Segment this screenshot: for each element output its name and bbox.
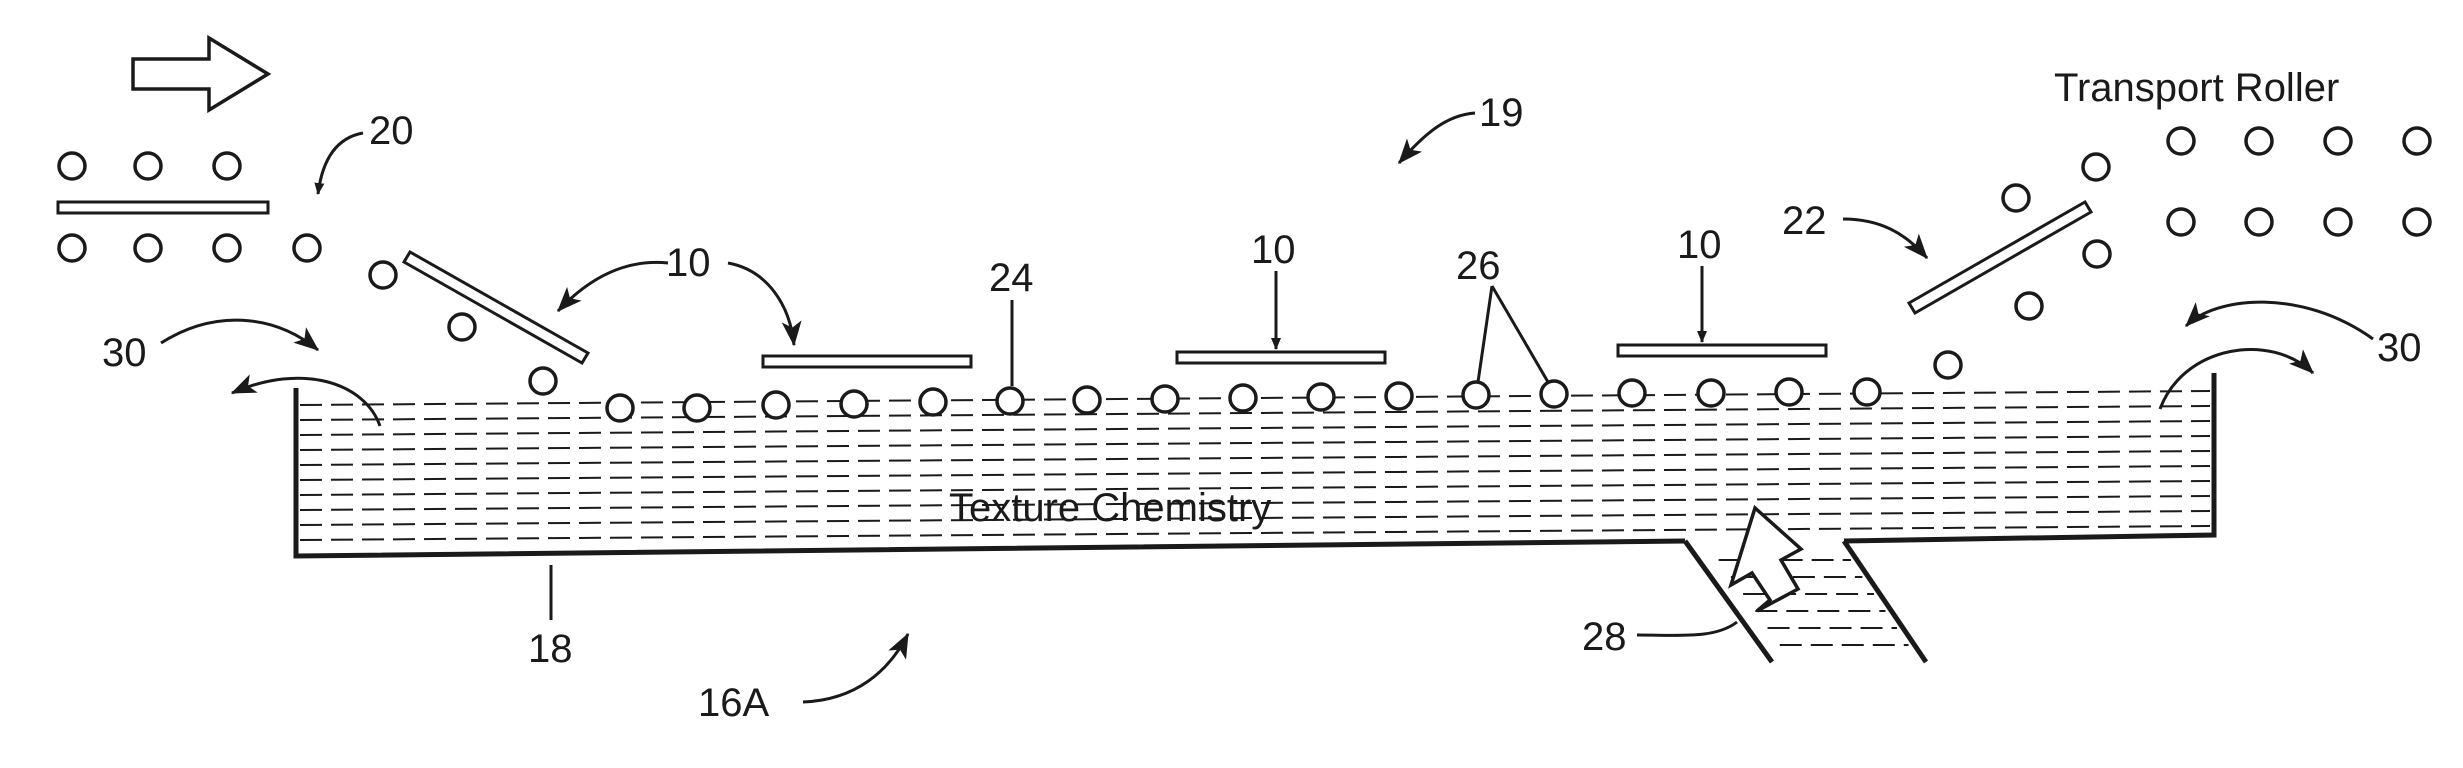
roller bbox=[2325, 209, 2351, 235]
ref-10-a: 10 bbox=[666, 241, 711, 285]
roller bbox=[2003, 185, 2029, 211]
roller bbox=[997, 388, 1023, 414]
roller bbox=[1776, 379, 1802, 405]
roller bbox=[1308, 384, 1334, 410]
roller bbox=[1854, 379, 1880, 405]
arrow-10a-right bbox=[728, 263, 794, 345]
roller bbox=[59, 153, 85, 179]
roller bbox=[214, 153, 240, 179]
ref-20: 20 bbox=[369, 109, 414, 153]
ref-26: 26 bbox=[1456, 244, 1501, 288]
roller bbox=[1541, 381, 1567, 407]
roller bbox=[1619, 380, 1645, 406]
roller bbox=[530, 368, 556, 394]
roller bbox=[607, 395, 633, 421]
roller bbox=[2168, 209, 2194, 235]
label-transport-roller: Transport Roller bbox=[2054, 66, 2339, 110]
leader-26-right bbox=[1492, 286, 1548, 382]
arrow-30-right-in bbox=[2186, 302, 2373, 339]
ref-30-right: 30 bbox=[2377, 326, 2422, 370]
roller bbox=[2083, 154, 2109, 180]
tank-wall-right bbox=[1844, 373, 2214, 541]
arrow-30-right-out bbox=[2160, 349, 2313, 409]
arrow-10a-left bbox=[558, 262, 668, 311]
arrow-22 bbox=[1843, 219, 1927, 258]
roller bbox=[763, 392, 789, 418]
substrate-entry bbox=[58, 202, 268, 213]
substrate-1 bbox=[763, 356, 971, 367]
ref-28: 28 bbox=[1582, 615, 1627, 659]
roller bbox=[841, 391, 867, 417]
roller bbox=[449, 314, 475, 340]
leader-28 bbox=[1637, 622, 1737, 635]
roller bbox=[214, 235, 240, 261]
labels: Transport Roller Texture Chemistry 19 20… bbox=[102, 66, 2422, 725]
roller bbox=[370, 262, 396, 288]
liquid-hatch-line bbox=[300, 466, 2210, 480]
roller bbox=[1230, 385, 1256, 411]
ref-19: 19 bbox=[1479, 91, 1524, 135]
liquid-hatch-line bbox=[300, 406, 2210, 420]
liquid-hatch-line bbox=[300, 421, 2210, 435]
substrate-2 bbox=[1177, 352, 1385, 363]
roller bbox=[2404, 209, 2430, 235]
leader-26-left bbox=[1478, 286, 1492, 382]
roller bbox=[1074, 387, 1100, 413]
roller bbox=[294, 235, 320, 261]
tank-wall-left bbox=[296, 388, 1685, 556]
arrow-16a bbox=[803, 634, 908, 702]
roller bbox=[1152, 386, 1178, 412]
liquid-hatch-line bbox=[300, 436, 2210, 450]
roller bbox=[2016, 293, 2042, 319]
roller bbox=[2404, 128, 2430, 154]
roller bbox=[2325, 128, 2351, 154]
roller bbox=[2246, 128, 2272, 154]
arrow-20 bbox=[318, 133, 363, 194]
transport-rollers bbox=[59, 128, 2430, 421]
roller bbox=[2168, 128, 2194, 154]
roller bbox=[59, 235, 85, 261]
ref-10-c: 10 bbox=[1677, 223, 1722, 267]
arrow-30-left-out bbox=[232, 378, 380, 426]
roller bbox=[1698, 380, 1724, 406]
roller bbox=[1935, 352, 1961, 378]
ref-10-b: 10 bbox=[1251, 228, 1296, 272]
roller bbox=[135, 153, 161, 179]
roller bbox=[135, 235, 161, 261]
ref-30-left: 30 bbox=[102, 331, 147, 375]
ref-24: 24 bbox=[989, 256, 1034, 300]
liquid-hatch-line bbox=[300, 451, 2210, 465]
ref-18: 18 bbox=[528, 627, 573, 671]
roller bbox=[684, 395, 710, 421]
roller bbox=[2084, 241, 2110, 267]
substrate-ascending bbox=[1909, 202, 2091, 313]
arrow-30-left-in bbox=[161, 320, 318, 350]
roller bbox=[2246, 209, 2272, 235]
ref-22: 22 bbox=[1782, 199, 1827, 243]
roller bbox=[1463, 382, 1489, 408]
roller bbox=[920, 389, 946, 415]
roller bbox=[1386, 383, 1412, 409]
arrow-19 bbox=[1399, 113, 1475, 163]
ref-16a: 16A bbox=[698, 681, 769, 725]
inlet-pipe-right-wall bbox=[1844, 541, 1926, 662]
substrate-3 bbox=[1618, 345, 1826, 356]
label-texture-chemistry: Texture Chemistry bbox=[949, 486, 1271, 530]
process-direction-arrow bbox=[133, 38, 268, 110]
